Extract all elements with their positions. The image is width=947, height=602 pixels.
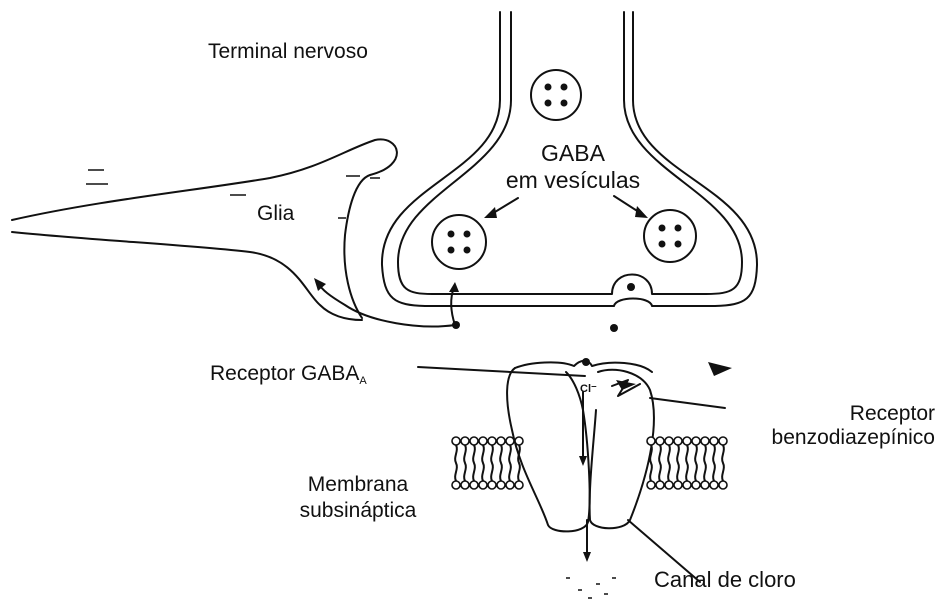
receptor-gaba-pointer: [418, 367, 585, 376]
arrowhead-left-vesicle: [484, 207, 497, 218]
benzodiazepine-molecule-free: [708, 362, 732, 376]
lipid-heads-left-top: [452, 437, 523, 445]
vesicle-left: [432, 215, 486, 269]
vesicle-top: [531, 70, 581, 120]
lipid-heads-left-bottom: [452, 481, 523, 489]
gaba-label-line1: GABA: [484, 140, 662, 167]
membrane-label-line1: Membrana: [278, 472, 438, 498]
receptor-gaba-subscript: A: [359, 375, 366, 387]
presynaptic-membrane-bottom: [432, 275, 706, 295]
benzo-pointer: [650, 398, 725, 408]
arrowhead-chloride-lower: [583, 552, 591, 562]
gaba-label-line2: em vesículas: [484, 167, 662, 194]
arrowhead-right-vesicle: [635, 206, 648, 218]
arrowhead-chloride-upper: [579, 456, 587, 466]
receptor-gaba-label: Receptor GABAA: [210, 362, 367, 387]
lipid-heads-right-top: [647, 437, 727, 445]
glia-outline-top: [12, 139, 397, 318]
membrane-label: Membrana subsináptica: [278, 472, 438, 524]
membrane-label-line2: subsináptica: [278, 498, 438, 524]
chloride-channel-label: Canal de cloro: [654, 567, 796, 593]
gaba-vesicles-label: GABA em vesículas: [484, 140, 662, 194]
glia-label: Glia: [257, 202, 294, 226]
chloride-ion-label: Cl⁻: [580, 382, 597, 395]
terminal-label: Terminal nervoso: [208, 40, 368, 64]
receptor-gaba-text: Receptor GABA: [210, 362, 359, 385]
vesicle-right: [644, 210, 696, 262]
lipid-heads-right-bottom: [647, 481, 727, 489]
lipid-tails-left: [455, 445, 520, 481]
benzodiazepine-receptor-label: Receptor benzodiazepínico: [735, 402, 935, 450]
arrowhead-terminal: [449, 282, 459, 292]
presynaptic-membrane-outer-bottom: [425, 299, 715, 307]
benzo-label-line2: benzodiazepínico: [735, 426, 935, 450]
lipid-tails-right: [650, 445, 724, 481]
benzo-label-line1: Receptor: [735, 402, 935, 426]
glia-outline-bottom: [12, 232, 362, 320]
